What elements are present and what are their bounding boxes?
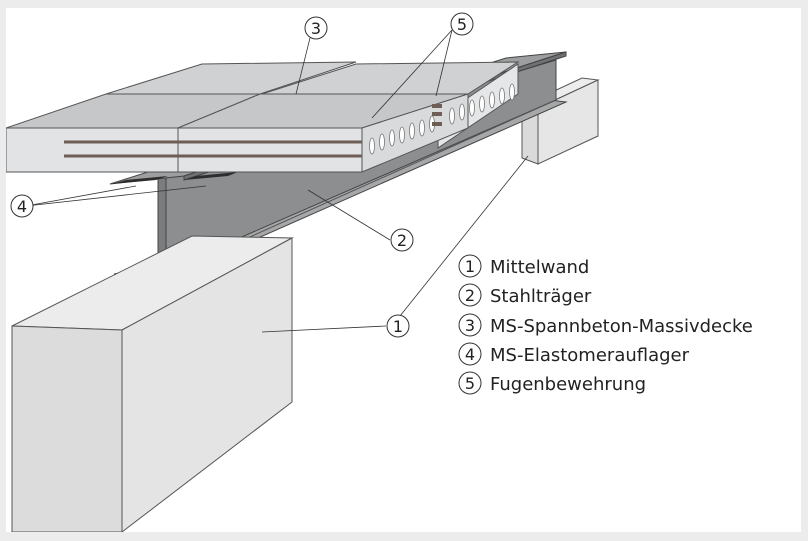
callout-5: 5 bbox=[450, 12, 474, 36]
svg-text:4: 4 bbox=[465, 345, 475, 364]
svg-text:MS-Elastomerauflager: MS-Elastomerauflager bbox=[490, 345, 690, 366]
svg-text:Fugenbewehrung: Fugenbewehrung bbox=[490, 374, 646, 395]
svg-text:4: 4 bbox=[17, 197, 27, 216]
middle-wall-near bbox=[11, 235, 294, 532]
svg-text:2: 2 bbox=[397, 231, 407, 250]
diagram-frame: 3 5 4 2 1 1 Mittelwand 2 Stahlträger 3 M… bbox=[6, 8, 801, 532]
svg-text:Stahlträger: Stahlträger bbox=[490, 286, 592, 307]
svg-text:5: 5 bbox=[457, 15, 467, 34]
legend-item-5: 5 Fugenbewehrung bbox=[458, 371, 646, 395]
legend-item-3: 3 MS-Spannbeton-Massivdecke bbox=[458, 313, 753, 337]
elastomer-bearings bbox=[112, 172, 238, 184]
svg-text:MS-Spannbeton-Massivdecke: MS-Spannbeton-Massivdecke bbox=[490, 316, 753, 337]
legend-item-1: 1 Mittelwand bbox=[458, 254, 589, 278]
svg-text:Mittelwand: Mittelwand bbox=[490, 257, 589, 278]
callout-3: 3 bbox=[304, 16, 328, 40]
callout-2: 2 bbox=[390, 228, 414, 252]
precast-slabs bbox=[6, 61, 520, 173]
callout-4: 4 bbox=[10, 194, 34, 218]
construction-diagram: 3 5 4 2 1 1 Mittelwand 2 Stahlträger 3 M… bbox=[6, 12, 753, 532]
legend: 1 Mittelwand 2 Stahlträger 3 MS-Spannbet… bbox=[458, 254, 753, 395]
svg-text:2: 2 bbox=[465, 286, 475, 305]
svg-text:3: 3 bbox=[465, 316, 475, 335]
svg-text:1: 1 bbox=[393, 317, 403, 336]
legend-item-2: 2 Stahlträger bbox=[458, 283, 592, 307]
legend-item-4: 4 MS-Elastomerauflager bbox=[458, 342, 690, 366]
svg-text:1: 1 bbox=[465, 257, 475, 276]
svg-text:3: 3 bbox=[311, 19, 321, 38]
callout-1: 1 bbox=[386, 314, 410, 338]
leader-lines bbox=[25, 29, 529, 333]
svg-text:5: 5 bbox=[465, 374, 475, 393]
